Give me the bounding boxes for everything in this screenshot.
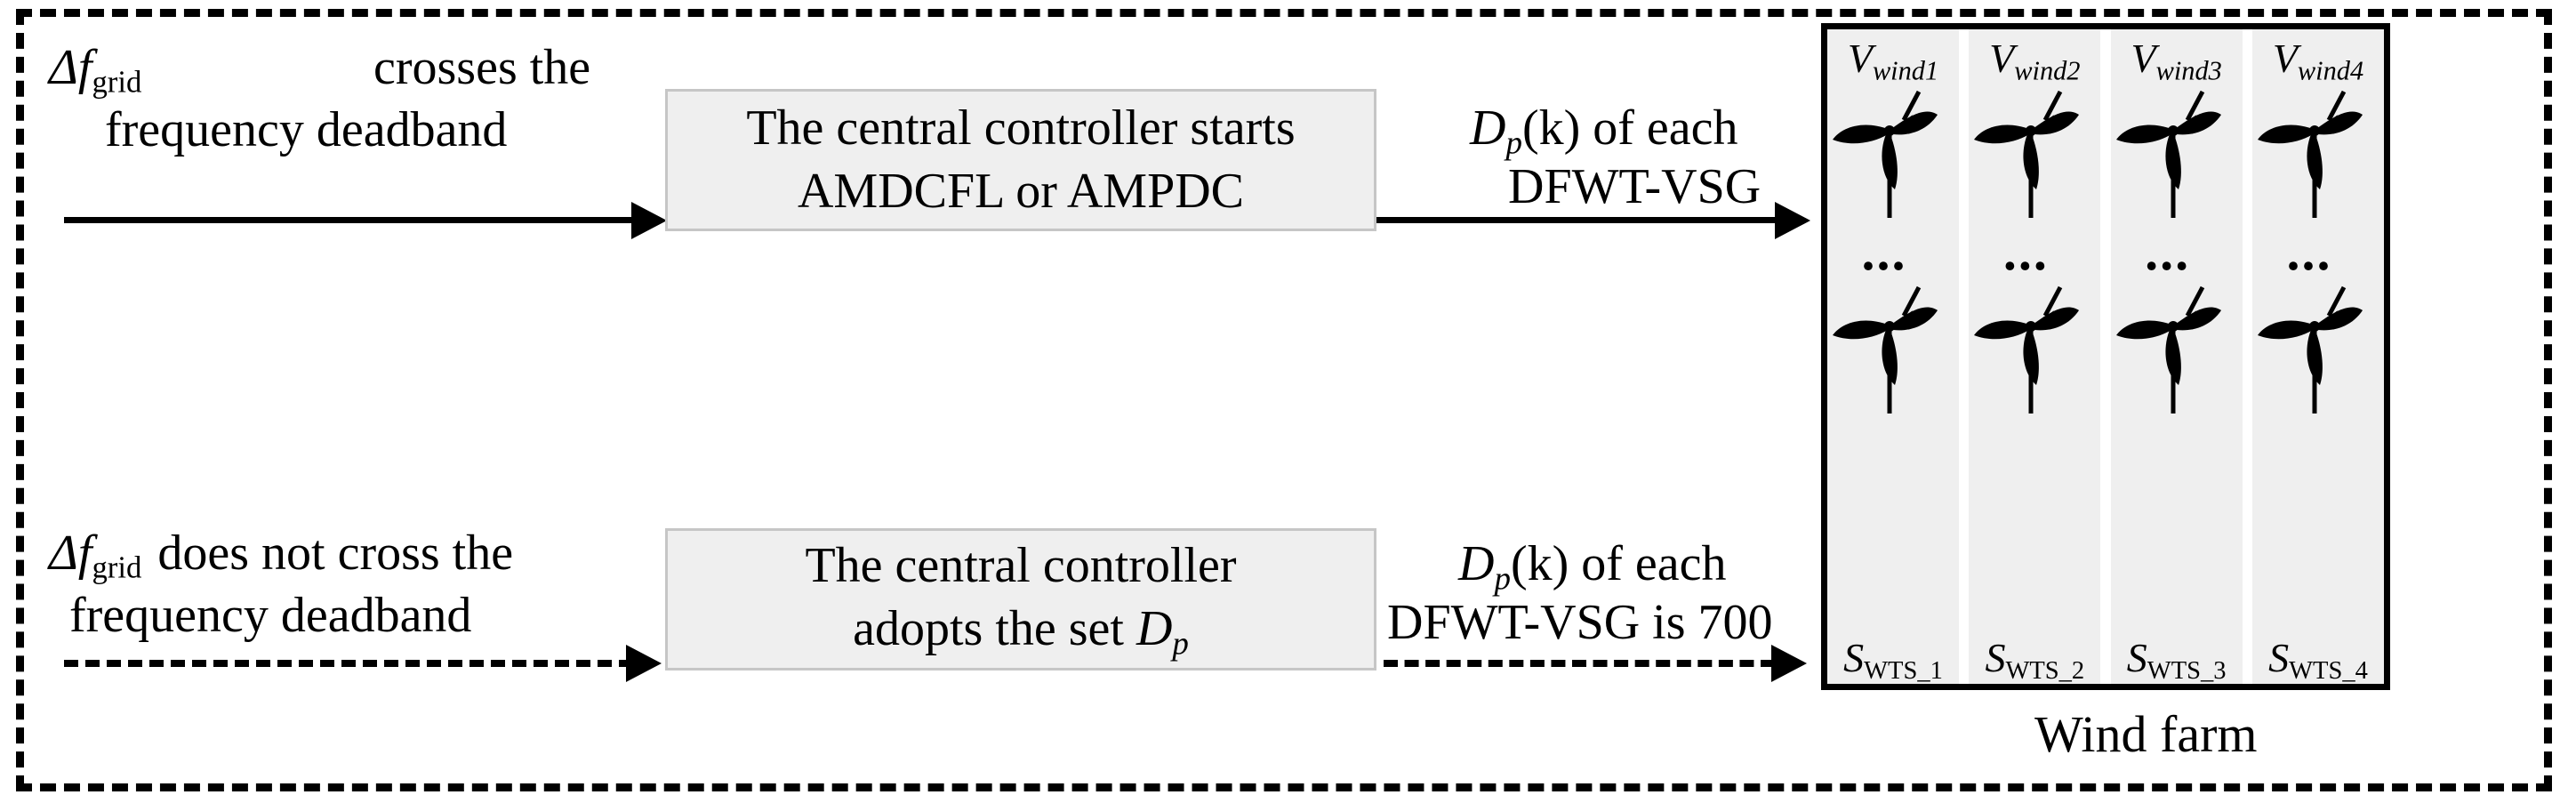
- upper-output-label-line1: Dp(k) of each: [1470, 98, 1737, 162]
- upper-condition-line2: frequency deadband: [105, 102, 508, 157]
- upper-output-dp-sub: p: [1505, 124, 1522, 161]
- upper-output-arrow-line: [1376, 217, 1777, 223]
- wind-turbine-column-2[interactable]: Vwind2 ...: [1969, 29, 2101, 685]
- lower-output-arrow-head: [1771, 645, 1807, 682]
- wts-label-1: SWTS_1: [1843, 635, 1943, 685]
- wts-label-4: SWTS_4: [2268, 635, 2368, 685]
- wind-speed-label-3: Vwind3: [2131, 36, 2222, 86]
- wind-farm-frame: Vwind1 ...: [1821, 23, 2390, 690]
- lower-condition-line2: frequency deadband: [69, 588, 472, 643]
- wind-turbine-icon-3a: [2111, 84, 2243, 218]
- wind-farm-caption: Wind farm: [2034, 705, 2258, 763]
- lower-output-label-line1: Dp(k) of each: [1458, 534, 1726, 598]
- upper-process-text: The central controller starts AMDCFL or …: [746, 97, 1295, 222]
- wts-label-2: SWTS_2: [1985, 635, 2085, 685]
- wind-turbine-column-1[interactable]: Vwind1 ...: [1827, 29, 1959, 685]
- wind-turbine-icon-1b: [1827, 280, 1959, 414]
- ellipsis-2: ...: [2002, 222, 2049, 281]
- upper-output-label-line2: DFWT-VSG: [1508, 159, 1761, 214]
- upper-output-rest: (k) of each: [1521, 100, 1738, 156]
- wind-turbine-icon-3b: [2111, 280, 2243, 414]
- lower-output-rest: (k) of each: [1510, 536, 1727, 591]
- upper-condition-sub-grid: grid: [92, 64, 142, 100]
- ellipsis-1: ...: [1861, 222, 1907, 281]
- wind-turbine-icon-4b: [2252, 280, 2384, 414]
- wind-speed-label-2: Vwind2: [1989, 36, 2081, 86]
- wind-turbine-icon-1a: [1827, 84, 1959, 218]
- ellipsis-4: ...: [2286, 222, 2332, 281]
- lower-output-dp-symbol: D: [1458, 536, 1495, 591]
- lower-condition-rest: does not cross the: [157, 526, 514, 581]
- upper-input-arrow-line: [64, 217, 633, 223]
- lower-process-line2-prefix: adopts the set: [853, 600, 1136, 656]
- wind-turbine-column-3[interactable]: Vwind3 ...: [2110, 29, 2243, 685]
- lower-process-text: The central controller adopts the set Dp: [805, 534, 1236, 663]
- lower-process-dp-sub: p: [1172, 624, 1189, 662]
- lower-input-arrow-line: [64, 660, 633, 667]
- upper-process-line1: The central controller starts: [746, 100, 1296, 157]
- lower-process-dp-symbol: D: [1136, 600, 1173, 656]
- upper-process-line2: AMDCFL or AMPDC: [797, 164, 1244, 219]
- wind-turbine-column-4[interactable]: Vwind4 ...: [2251, 29, 2384, 685]
- upper-process-box[interactable]: The central controller starts AMDCFL or …: [665, 89, 1376, 231]
- lower-process-line1: The central controller: [805, 538, 1237, 594]
- lower-condition-sub-grid: grid: [92, 550, 142, 585]
- upper-condition-line1-part1: Δfgrid: [49, 40, 142, 100]
- wind-speed-label-1: Vwind1: [1847, 36, 1939, 86]
- upper-condition-line1-part2: crosses the: [373, 40, 591, 95]
- upper-output-dp-symbol: D: [1470, 100, 1506, 156]
- lower-process-line2: adopts the set Dp: [805, 598, 1236, 664]
- lower-output-dp-sub: p: [1494, 559, 1511, 597]
- wind-turbine-icon-2a: [1969, 84, 2100, 218]
- ellipsis-3: ...: [2145, 222, 2191, 281]
- wind-turbine-icon-4a: [2252, 84, 2384, 218]
- lower-output-arrow-line: [1384, 660, 1775, 667]
- lower-output-label-line2: DFWT-VSG is 700: [1387, 595, 1773, 650]
- lower-process-box[interactable]: The central controller adopts the set Dp: [665, 528, 1376, 670]
- wind-turbine-icon-2b: [1969, 280, 2100, 414]
- upper-input-arrow-head: [631, 202, 667, 239]
- wind-speed-label-4: Vwind4: [2272, 36, 2364, 86]
- wts-label-3: SWTS_3: [2126, 635, 2227, 685]
- upper-output-arrow-head: [1775, 202, 1810, 239]
- outer-dashed-border: [16, 9, 2552, 791]
- lower-input-arrow-head: [626, 645, 662, 682]
